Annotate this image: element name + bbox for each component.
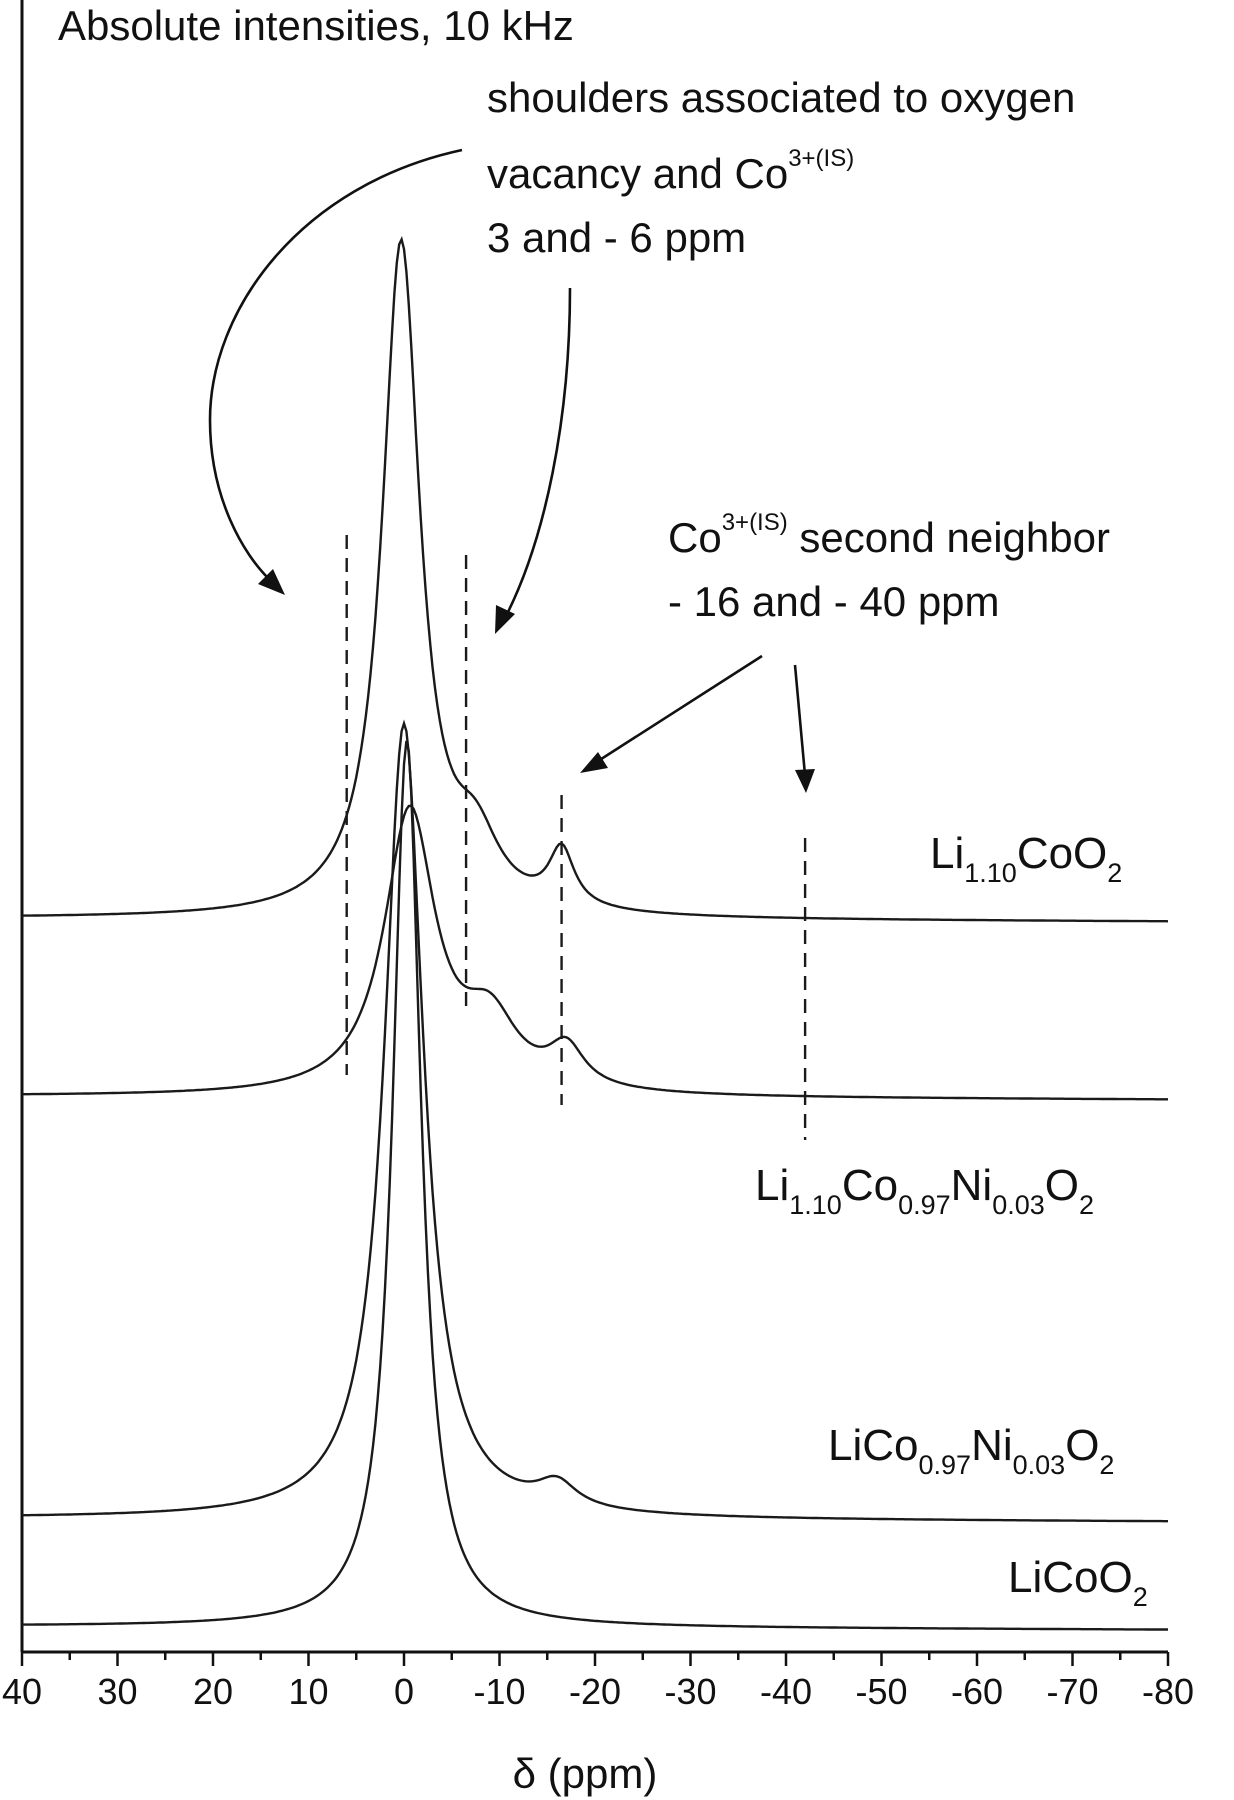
x-tick-label: -50	[855, 1671, 907, 1712]
spectrum-line-3	[22, 740, 1168, 1631]
annotation-shoulders-line3: 3 and - 6 ppm	[487, 214, 746, 261]
x-tick-label: 10	[288, 1671, 328, 1712]
x-tick-label: -60	[951, 1671, 1003, 1712]
spectra-group	[21, 236, 1169, 1631]
arrow-head-left	[258, 569, 285, 595]
x-tick-label: 40	[2, 1671, 42, 1712]
x-axis-ticks	[20, 1652, 1170, 1666]
x-tick-label: -10	[473, 1671, 525, 1712]
x-tick-label: -70	[1046, 1671, 1098, 1712]
arrow-head-neighbor-right	[795, 769, 815, 793]
series-label-li110-coo2: Li1.10CoO2	[930, 829, 1122, 888]
annotation-neighbor-line1: Co3+(IS) second neighbor	[668, 509, 1110, 561]
annotation-shoulders-line1: shoulders associated to oxygen	[487, 74, 1075, 121]
chart-title: Absolute intensities, 10 kHz	[58, 2, 574, 49]
annotation-arrows	[208, 148, 815, 793]
x-axis-tick-labels: 40 30 20 10 0 -10 -20 -30 -40 -50 -60 -70 -80	[2, 1671, 1194, 1712]
series-label-licoo2: LiCoO2	[1008, 1553, 1148, 1612]
arrow-head-neighbor-left	[580, 752, 608, 773]
dashed-markers-group	[345, 535, 807, 1140]
arrow-shoulder-right	[503, 287, 572, 619]
annotation-neighbor-line2: - 16 and - 40 ppm	[668, 578, 1000, 625]
arrow-neighbor-right	[793, 664, 807, 776]
x-tick-label: 30	[97, 1671, 137, 1712]
arrow-head-right	[495, 605, 515, 634]
x-tick-label: 20	[193, 1671, 233, 1712]
arrow-shoulder-left	[208, 148, 463, 579]
series-label-li110-co097-ni003-o2: Li1.10Co0.97Ni0.03O2	[755, 1161, 1094, 1220]
x-axis-title: δ (ppm)	[513, 1750, 658, 1797]
arrow-neighbor-left	[594, 654, 763, 765]
spectrum-line-2	[21, 719, 1168, 1523]
x-tick-label: -40	[760, 1671, 812, 1712]
annotation-shoulders-line2: vacancy and Co3+(IS)	[487, 145, 854, 197]
x-tick-label: -20	[569, 1671, 621, 1712]
spectrum-line-1	[22, 804, 1168, 1101]
x-tick-label: 0	[394, 1671, 414, 1712]
series-label-lico097-ni003-o2: LiCo0.97Ni0.03O2	[828, 1421, 1114, 1480]
x-tick-label: -80	[1142, 1671, 1194, 1712]
x-tick-label: -30	[664, 1671, 716, 1712]
spectrum-line-0	[21, 236, 1169, 923]
